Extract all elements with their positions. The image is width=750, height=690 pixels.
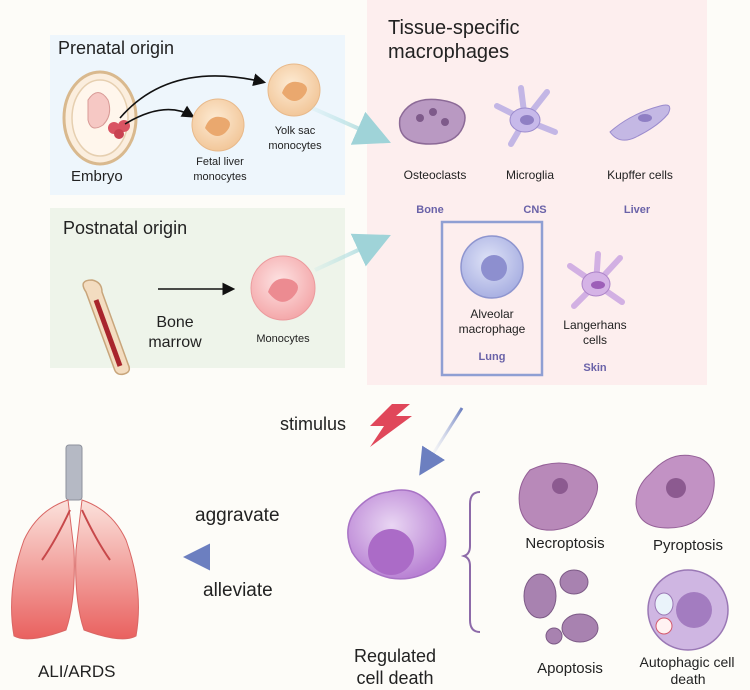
stimulus-label: stimulus — [280, 414, 347, 434]
prenatal-title: Prenatal origin — [58, 38, 175, 58]
fetal-liver-label-line1: Fetal liver — [196, 156, 244, 168]
lungs-icon — [11, 444, 139, 640]
arrow-prenatal-to-tissue — [311, 106, 391, 145]
fetal-liver-monocyte-icon — [191, 98, 245, 152]
langerhans-cell-icon — [567, 251, 625, 309]
kupffer-cell-icon — [609, 104, 671, 141]
arrow-to-fetal-liver — [124, 105, 195, 125]
regulated-death-label-line1: Regulated — [353, 646, 437, 666]
regulated-death-cell-icon — [347, 489, 447, 580]
bone-marrow-icon — [82, 279, 131, 376]
postnatal-title: Postnatal origin — [63, 218, 188, 238]
bone-marrow-label-line2: marrow — [148, 334, 202, 351]
embryo-label: Embryo — [71, 168, 123, 185]
tissue-title-line2: macrophages — [388, 41, 510, 63]
lung-highlight-box — [440, 220, 544, 377]
regulated-death-label-line2: cell death — [356, 668, 434, 688]
langerhans-label-line1: Langerhans — [563, 318, 627, 332]
arrow-to-yolk-sac — [119, 73, 267, 119]
pyroptosis-label: Pyroptosis — [652, 537, 724, 554]
bone-marrow-label-line1: Bone — [156, 314, 194, 331]
organ-skin-label: Skin — [583, 362, 607, 374]
osteoclasts-label: Osteoclasts — [403, 168, 467, 182]
langerhans-label-line2: cells — [582, 333, 607, 347]
yolk-sac-label-line2: monocytes — [268, 140, 322, 152]
necroptosis-icon — [518, 462, 599, 531]
organ-bone-label: Bone — [416, 204, 444, 216]
embryo-icon — [62, 70, 138, 166]
alveolar-label-line1: Alveolar — [470, 307, 514, 321]
alleviate-label: alleviate — [203, 580, 273, 601]
tissue-title-line1: Tissue-specific — [388, 17, 520, 39]
osteoclast-icon — [398, 98, 466, 145]
tissue-panel — [367, 0, 707, 385]
yolk-sac-monocyte-icon — [267, 63, 321, 117]
apoptosis-label: Apoptosis — [537, 660, 603, 677]
organ-lung-label: Lung — [478, 351, 506, 363]
alveolar-label-line2: macrophage — [458, 322, 526, 336]
arrow-postnatal-to-tissue — [314, 233, 391, 272]
microglia-icon — [494, 85, 558, 147]
ali-ards-label: ALI/ARDS — [38, 662, 116, 681]
organ-cns-label: CNS — [523, 204, 547, 216]
kupffer-label: Kupffer cells — [607, 168, 673, 182]
apoptosis-icon — [523, 569, 599, 645]
necroptosis-label: Necroptosis — [525, 535, 605, 552]
microglia-label: Microglia — [505, 168, 554, 182]
aggravate-label: aggravate — [195, 505, 280, 526]
autophagic-label-line1: Autophagic cell — [639, 654, 735, 670]
stimulus-bolt-icon — [370, 404, 412, 447]
yolk-sac-label-line1: Yolk sac — [274, 125, 316, 137]
monocyte-icon — [250, 255, 316, 321]
arrow-tissue-to-death — [419, 407, 464, 476]
monocytes-label: Monocytes — [256, 333, 310, 345]
organ-liver-label: Liver — [623, 204, 651, 216]
pyroptosis-icon — [635, 454, 715, 529]
autophagic-label-line2: death — [670, 671, 706, 687]
alveolar-macrophage-icon — [460, 235, 524, 299]
fetal-liver-label-line2: monocytes — [193, 171, 247, 183]
autophagic-cell-icon — [647, 569, 729, 651]
death-types-bracket — [460, 491, 481, 633]
